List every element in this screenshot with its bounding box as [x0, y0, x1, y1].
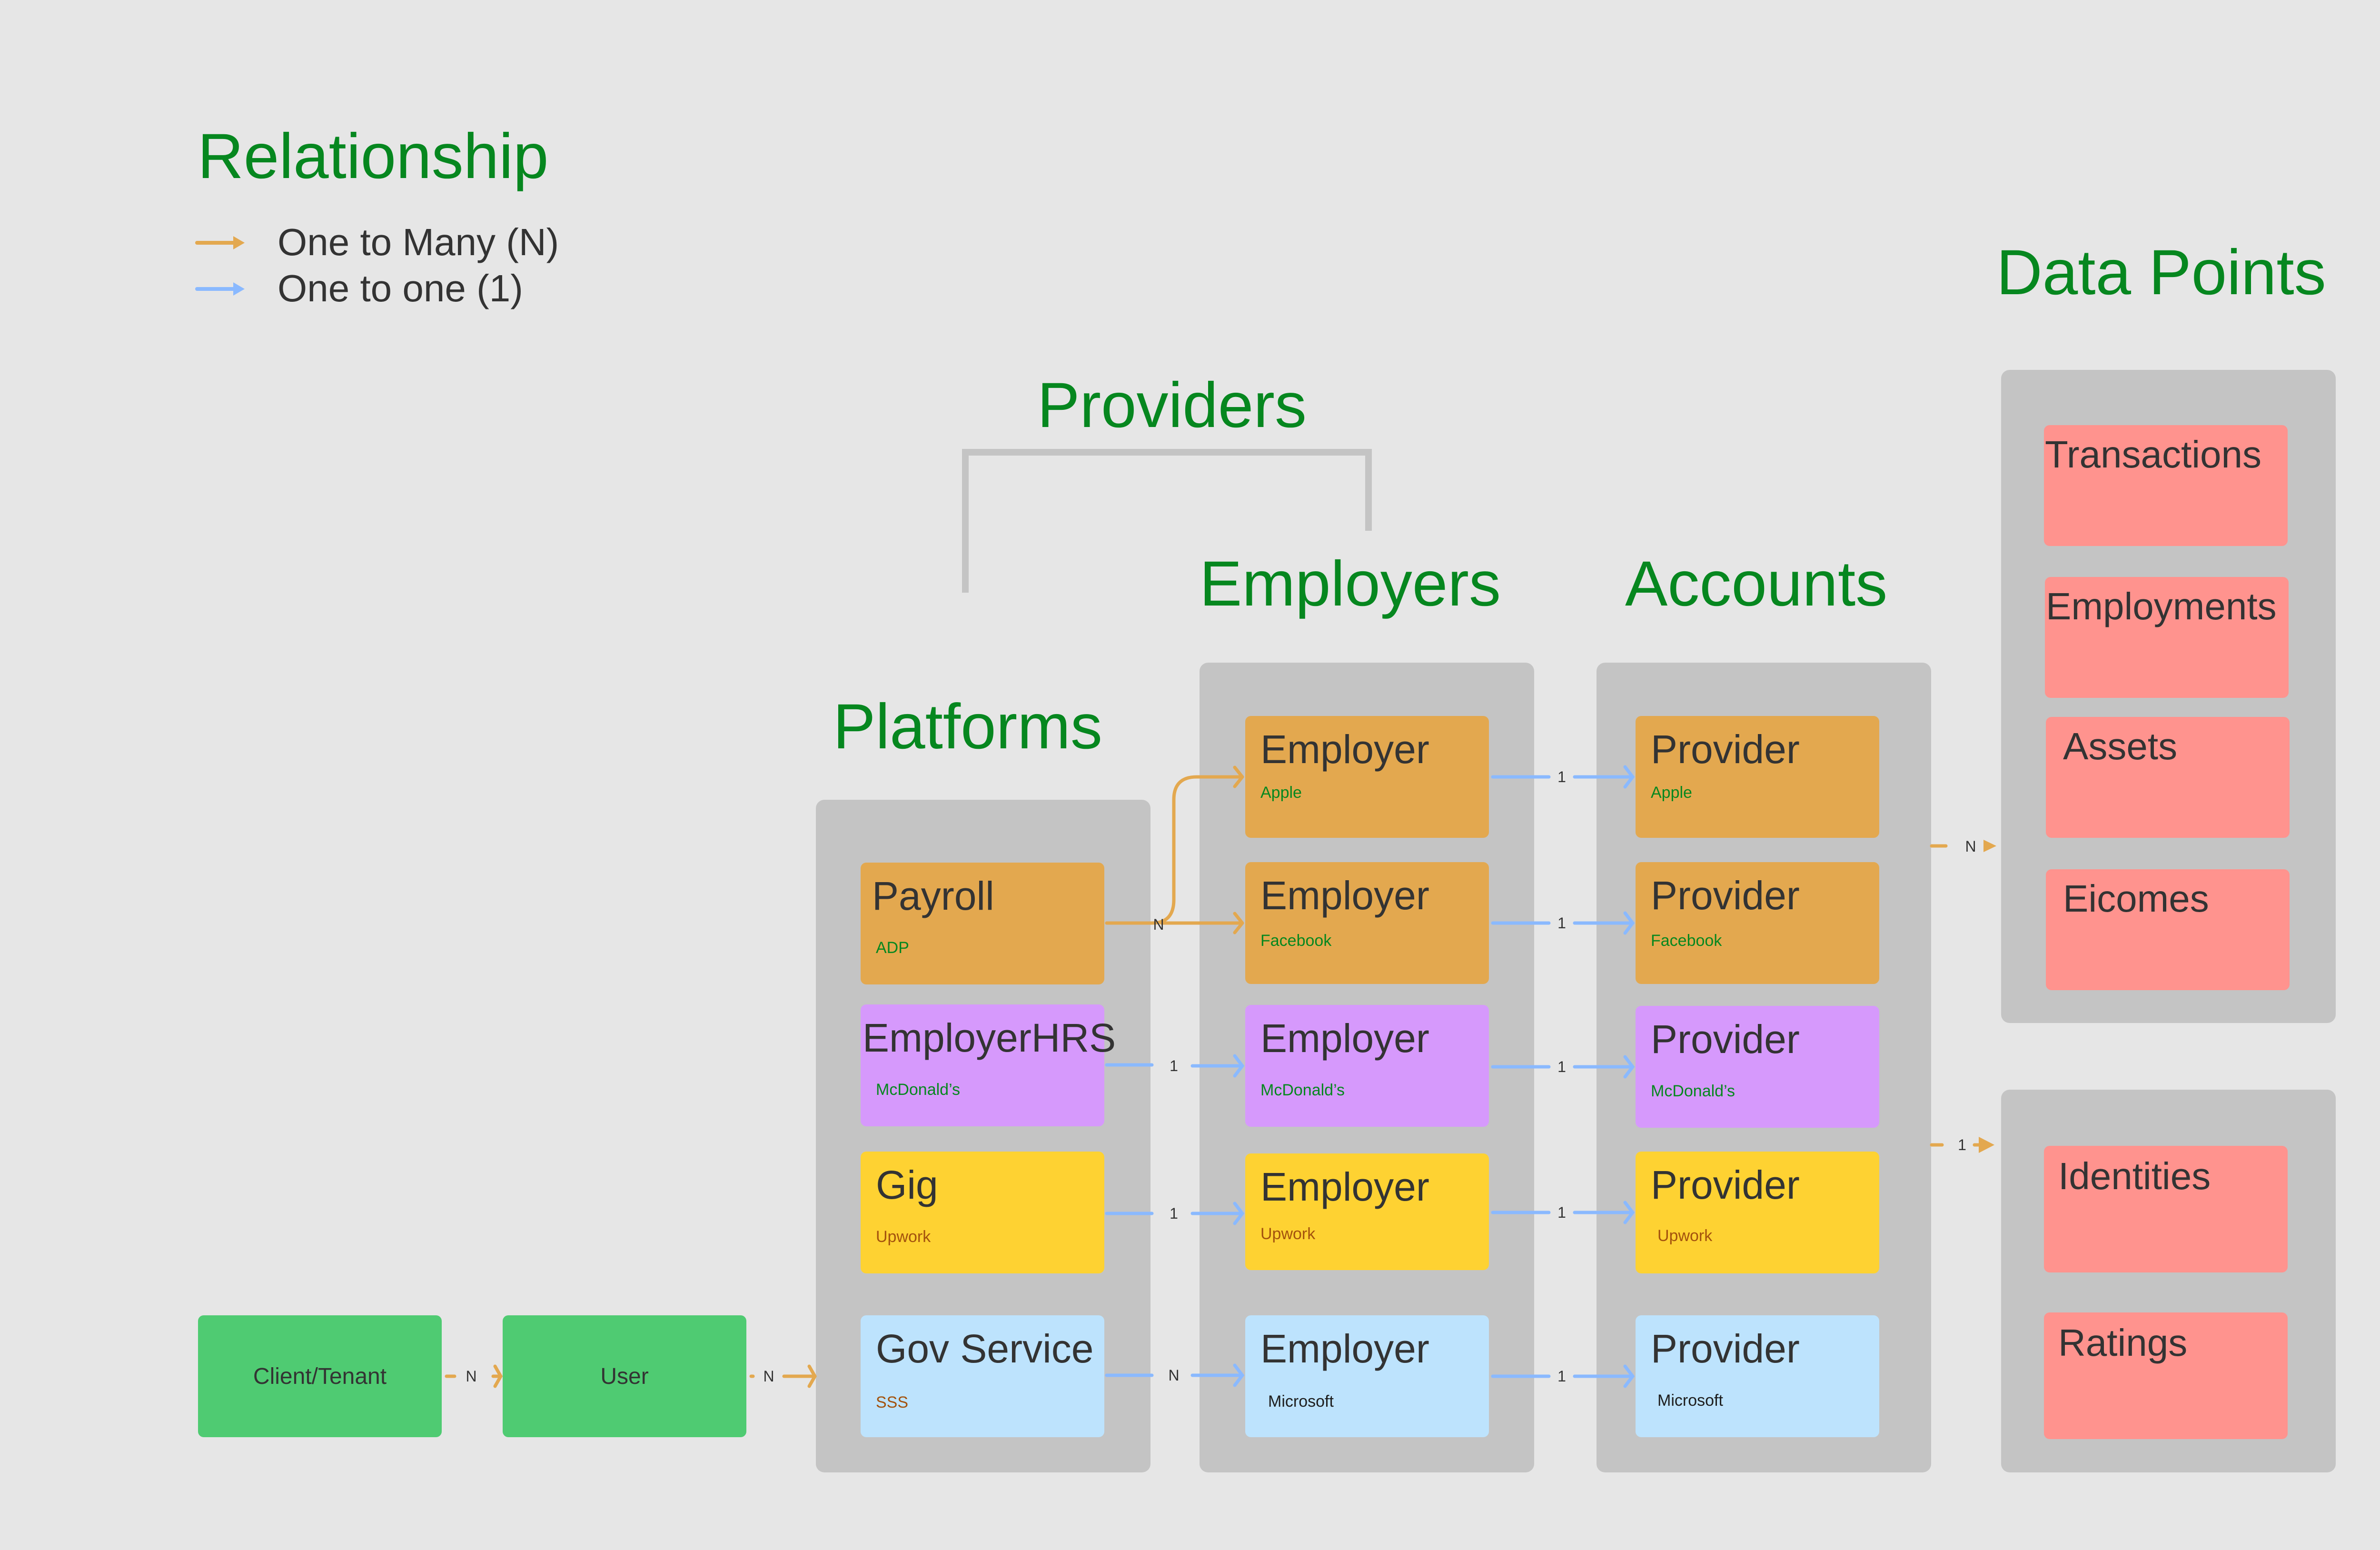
- platform-title: Gov Service: [876, 1326, 1094, 1371]
- connector-accounts-data-many-arrowhead: [1983, 840, 1996, 852]
- platform-card[interactable]: Gov Service SSS: [861, 1315, 1104, 1437]
- employer-title: Employer: [1260, 1164, 1429, 1209]
- platform-card[interactable]: EmployerHRS McDonald’s: [861, 1004, 1116, 1126]
- provider-subtitle: Microsoft: [1657, 1391, 1723, 1410]
- legend-one-to-one-label: One to one (1): [278, 267, 523, 309]
- connector-label: N: [1168, 1367, 1180, 1384]
- data-points-heading: Data Points: [1996, 237, 2326, 308]
- platform-subtitle: Upwork: [876, 1228, 931, 1246]
- data-point-card[interactable]: Ratings: [2044, 1312, 2288, 1439]
- client-tenant-label: Client/Tenant: [253, 1363, 387, 1389]
- employer-subtitle: Microsoft: [1268, 1392, 1334, 1411]
- employer-card[interactable]: Employer Facebook: [1245, 862, 1489, 984]
- platform-subtitle: SSS: [876, 1393, 909, 1411]
- employer-title: Employer: [1260, 873, 1429, 918]
- user-label: User: [600, 1363, 649, 1389]
- provider-card[interactable]: Provider Facebook: [1636, 862, 1879, 984]
- employers-heading: Employers: [1200, 548, 1501, 619]
- provider-title: Provider: [1651, 1162, 1800, 1207]
- legend-title: Relationship: [198, 121, 549, 192]
- provider-card[interactable]: Provider Upwork: [1636, 1152, 1879, 1273]
- connector-label: 1: [1170, 1057, 1178, 1074]
- data-point-card[interactable]: Transactions: [2044, 425, 2288, 546]
- connector-label: 1: [1557, 1204, 1566, 1221]
- provider-subtitle: Upwork: [1657, 1227, 1713, 1245]
- client-tenant-node[interactable]: Client/Tenant: [198, 1315, 442, 1437]
- platforms-heading: Platforms: [833, 691, 1102, 762]
- data-point-card[interactable]: Identities: [2044, 1146, 2288, 1272]
- employer-title: Employer: [1260, 1326, 1429, 1371]
- connector-label: 1: [1557, 1368, 1566, 1385]
- connector-label: 1: [1557, 768, 1566, 785]
- provider-title: Provider: [1651, 1326, 1800, 1371]
- data-point-title: Ratings: [2058, 1321, 2188, 1364]
- data-point-title: Eicomes: [2063, 877, 2209, 920]
- employer-card[interactable]: Employer Apple: [1245, 716, 1489, 838]
- employer-subtitle: McDonald’s: [1260, 1081, 1345, 1099]
- provider-subtitle: Apple: [1651, 784, 1692, 802]
- platform-card[interactable]: Payroll ADP: [861, 863, 1104, 984]
- provider-title: Provider: [1651, 1017, 1800, 1062]
- platform-title: Gig: [876, 1162, 938, 1207]
- employer-card[interactable]: Employer Upwork: [1245, 1153, 1489, 1270]
- provider-card[interactable]: Provider Microsoft: [1636, 1315, 1879, 1437]
- legend-one-to-many-label: One to Many (N): [278, 221, 559, 263]
- data-point-title: Transactions: [2045, 433, 2261, 476]
- connector-label: 1: [1958, 1136, 1966, 1153]
- platform-card[interactable]: Gig Upwork: [861, 1152, 1104, 1273]
- user-node[interactable]: User: [503, 1315, 746, 1437]
- provider-subtitle: McDonald’s: [1651, 1082, 1735, 1100]
- connector-accounts-data-one-arrowhead: [1979, 1137, 1994, 1153]
- provider-title: Provider: [1651, 873, 1800, 918]
- providers-bracket: [962, 449, 1372, 593]
- data-point-card[interactable]: Eicomes: [2046, 869, 2290, 990]
- connector-label: N: [1965, 838, 1976, 855]
- providers-heading: Providers: [1037, 370, 1307, 441]
- platform-title: EmployerHRS: [863, 1015, 1116, 1060]
- employer-title: Employer: [1260, 727, 1429, 772]
- connector-label: 1: [1557, 1058, 1566, 1075]
- data-point-title: Assets: [2063, 725, 2178, 767]
- accounts-heading: Accounts: [1625, 548, 1888, 619]
- employer-subtitle: Apple: [1260, 784, 1302, 802]
- connector-label: 1: [1557, 914, 1566, 932]
- employer-subtitle: Upwork: [1260, 1225, 1316, 1243]
- data-point-title: Employments: [2046, 585, 2277, 627]
- data-point-card[interactable]: Assets: [2046, 717, 2290, 838]
- platform-subtitle: ADP: [876, 939, 909, 957]
- provider-subtitle: Facebook: [1651, 932, 1722, 950]
- platform-title: Payroll: [872, 874, 994, 918]
- provider-card[interactable]: Provider McDonald’s: [1636, 1006, 1879, 1128]
- data-point-title: Identities: [2058, 1155, 2211, 1197]
- connector-label: 1: [1170, 1205, 1178, 1222]
- connector-user-platforms: [749, 1364, 817, 1388]
- employer-title: Employer: [1260, 1016, 1429, 1061]
- connector-label: N: [466, 1368, 477, 1385]
- one-to-one-arrow-icon: [195, 282, 245, 296]
- employer-card[interactable]: Employer McDonald’s: [1245, 1005, 1489, 1127]
- employer-subtitle: Facebook: [1260, 932, 1332, 950]
- connector-label: N: [763, 1368, 774, 1385]
- provider-title: Provider: [1651, 727, 1800, 772]
- employer-card[interactable]: Employer Microsoft: [1245, 1315, 1489, 1437]
- data-point-card[interactable]: Employments: [2045, 577, 2289, 698]
- one-to-many-arrow-icon: [195, 236, 245, 249]
- provider-card[interactable]: Provider Apple: [1636, 716, 1879, 838]
- connector-label: N: [1153, 916, 1164, 933]
- platform-subtitle: McDonald’s: [876, 1081, 961, 1099]
